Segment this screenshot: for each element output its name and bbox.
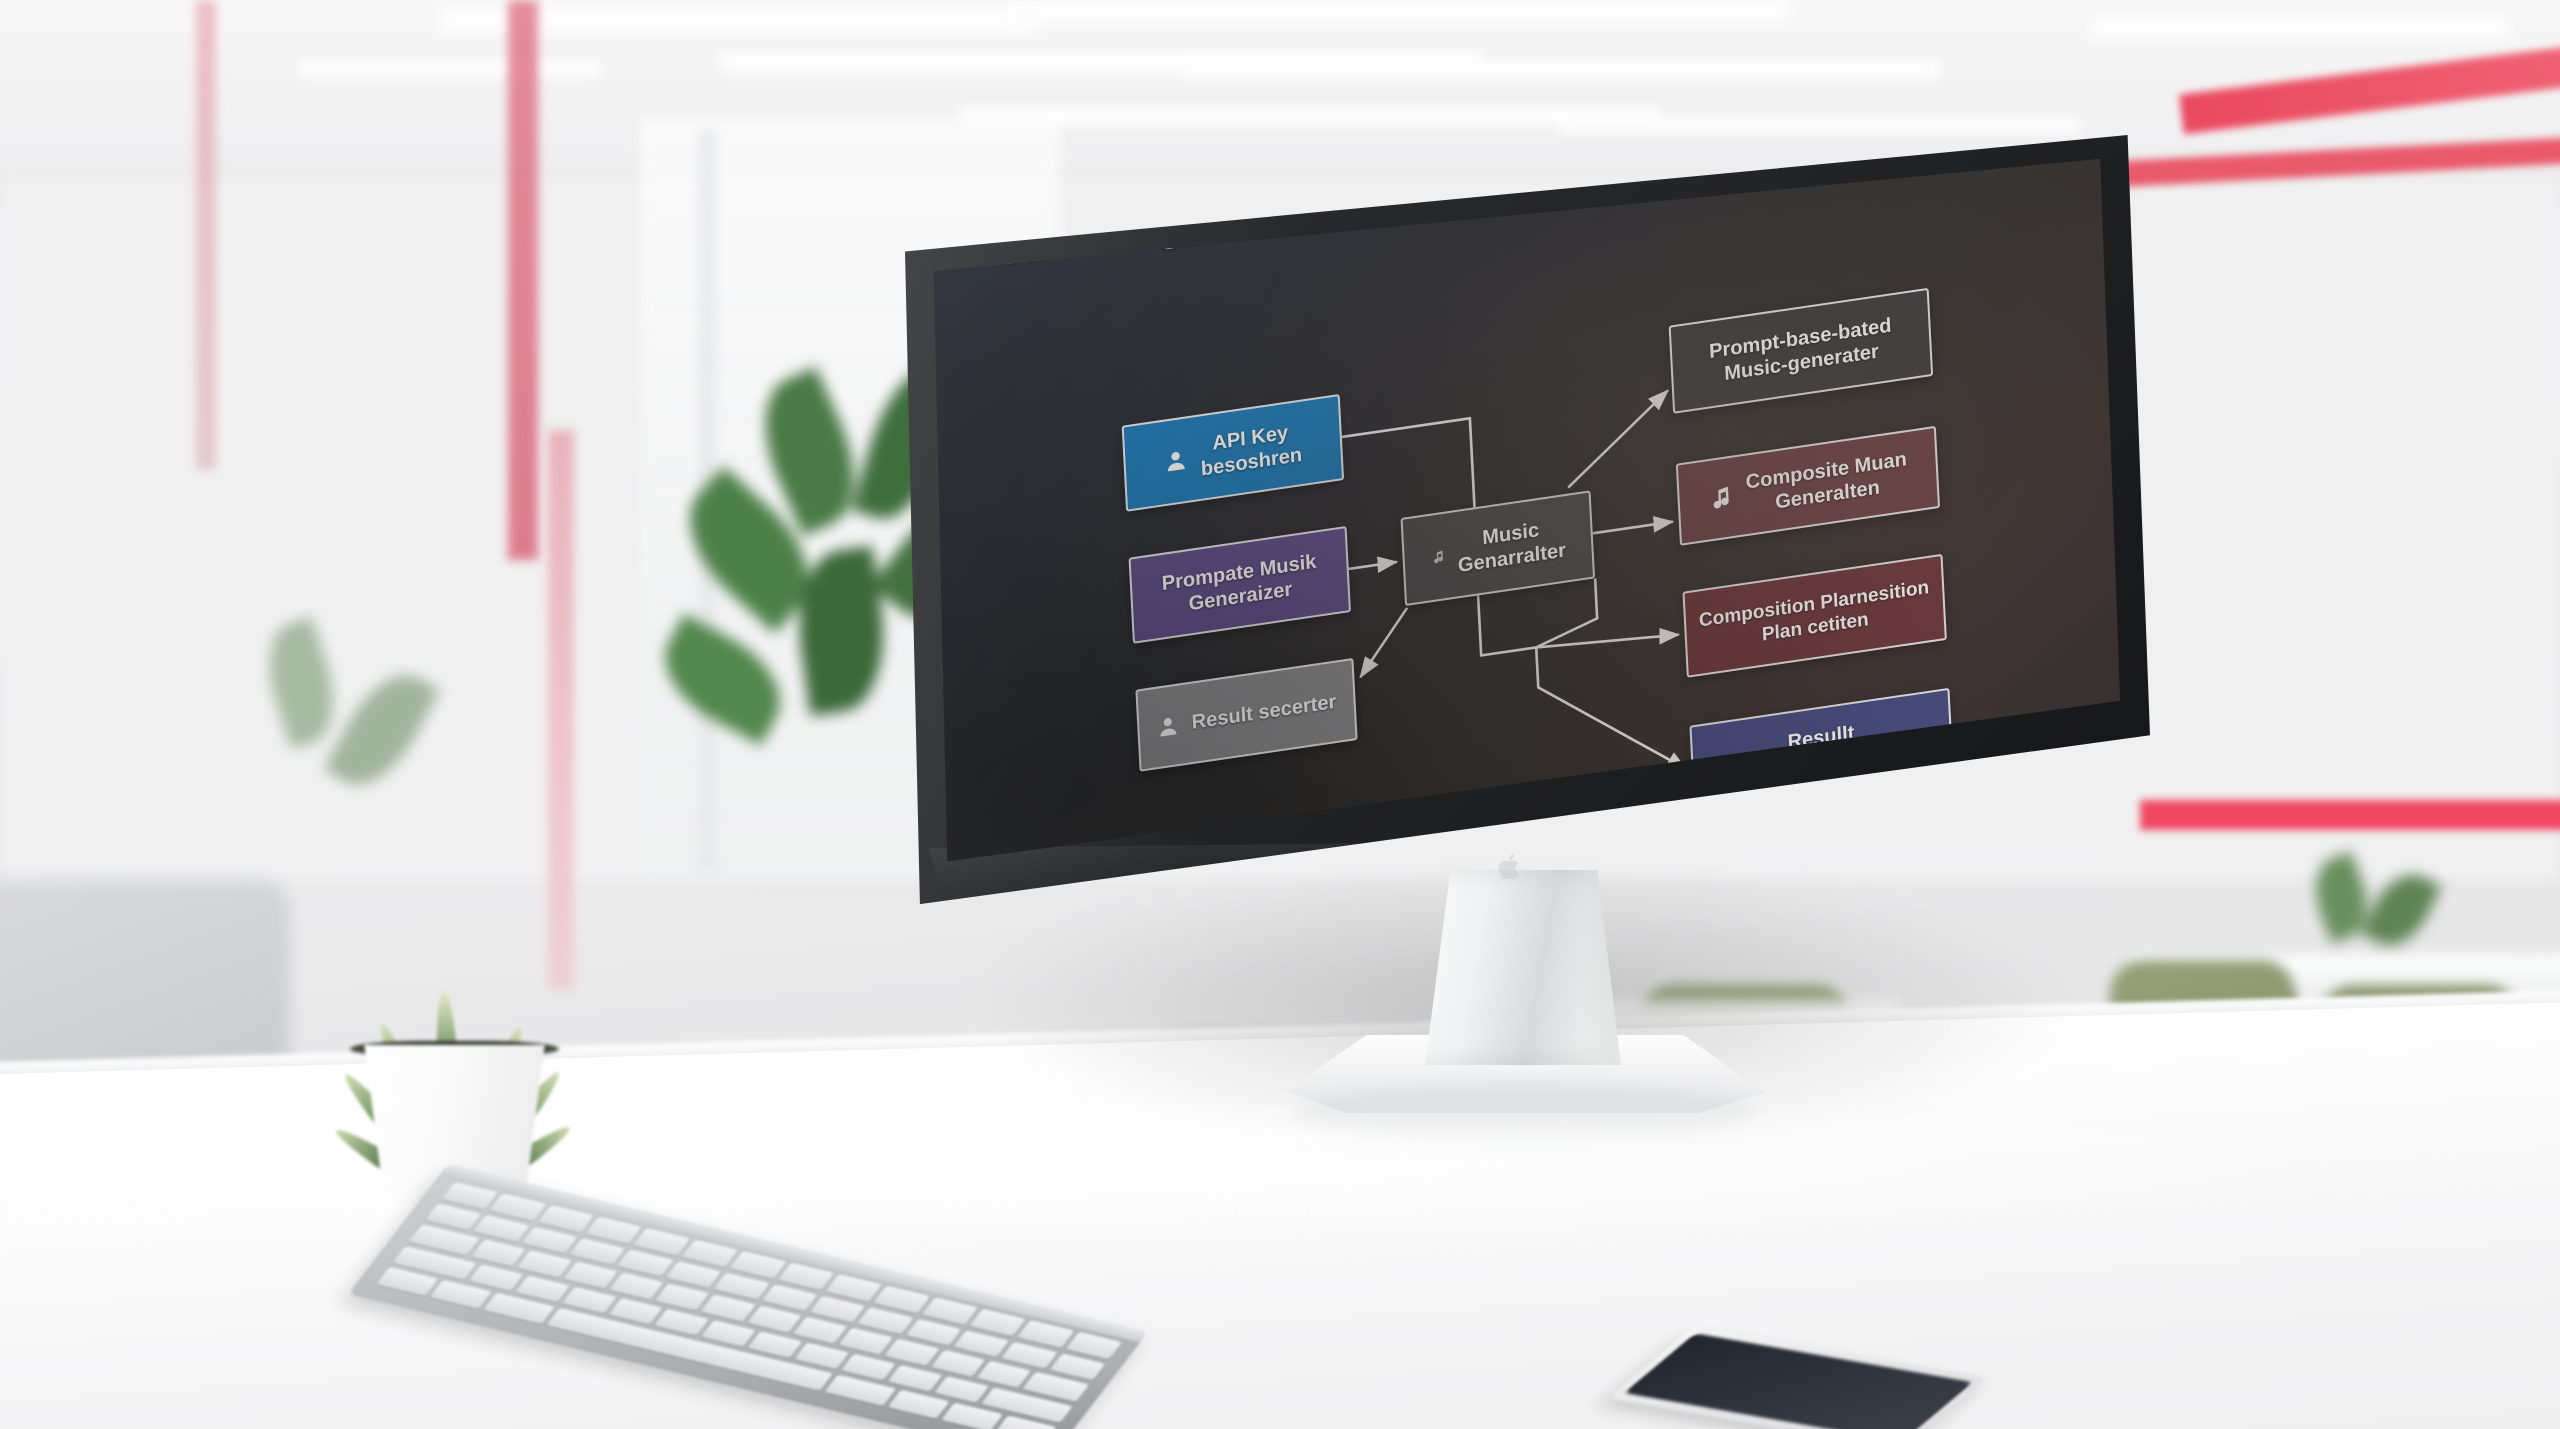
ceiling-light-panel	[1560, 118, 2080, 134]
music-note-icon	[1430, 548, 1446, 565]
monitor-stand-neck	[1425, 870, 1621, 1065]
ceiling-light-panel	[1180, 60, 1940, 80]
diagram-canvas: API Integrationssprocesss musik generzer…	[934, 159, 2120, 862]
background-plant	[2300, 851, 2442, 975]
background-plant	[250, 616, 440, 880]
edge-core-to-composition-plan	[1476, 595, 1537, 657]
node-composite-music-generation[interactable]: Composite Muan Generalten	[1675, 425, 1941, 546]
wall-accent-stripe-horizontal	[2140, 800, 2560, 830]
edge-core-to-composite	[1592, 516, 1675, 535]
node-music-generator-core[interactable]: Music Genarralter	[1400, 490, 1596, 607]
monitor-stand-reflection	[1295, 1083, 1755, 1143]
wall-accent-stripe	[196, 0, 216, 470]
wall-accent-stripe	[508, 0, 538, 560]
user-icon	[1164, 447, 1189, 475]
desktop-monitor: API Integrationssprocesss musik generzer…	[905, 135, 2150, 1155]
edge-core-to-result-selector	[1359, 607, 1409, 679]
ceiling-light-panel	[2090, 18, 2510, 40]
apple-logo	[1498, 854, 1519, 880]
ceiling-light-panel	[440, 8, 1040, 34]
edge-core-to-prompt-based	[1567, 389, 1670, 489]
user-icon	[1156, 713, 1180, 739]
monitor-screen[interactable]: API Integrationssprocesss musik generzer…	[933, 158, 2121, 862]
edge-api-key-to-core	[1341, 416, 1476, 508]
ceiling-light-panel	[1010, 0, 1790, 24]
diagram-connectors	[1341, 389, 1687, 770]
ceiling-light-panel	[960, 108, 1660, 126]
edge-core-to-result-view	[1534, 578, 1687, 770]
edge-prompt-to-core	[1348, 556, 1399, 574]
music-note-icon	[1708, 484, 1735, 514]
node-result-selector[interactable]: Result secerter	[1135, 657, 1358, 772]
wall-accent-stripe	[548, 430, 574, 990]
node-api-key[interactable]: API Key besoshren	[1121, 393, 1345, 512]
ceiling-light-panel	[300, 60, 600, 78]
screen-glare	[933, 158, 2121, 862]
desk-plant	[290, 845, 620, 1214]
